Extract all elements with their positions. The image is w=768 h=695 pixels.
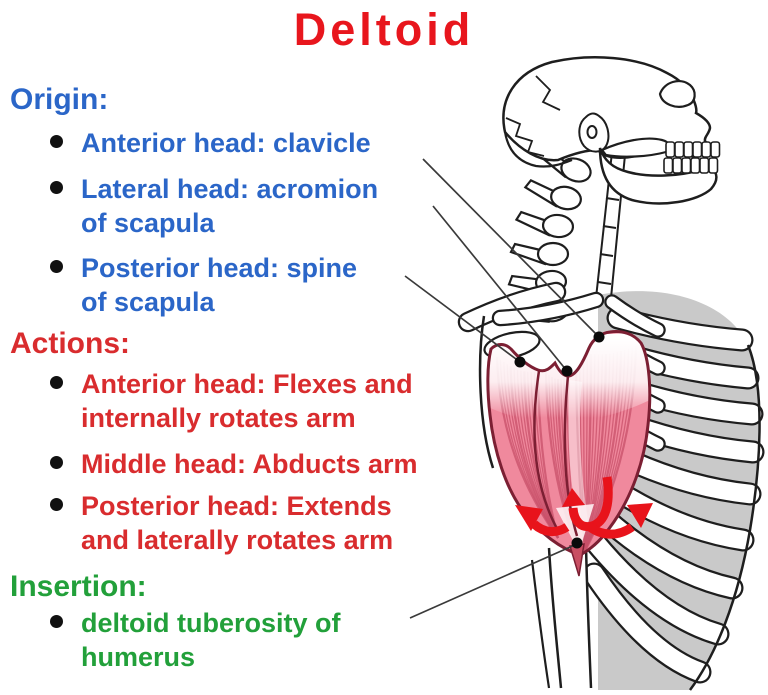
- origin-item-lateral: Lateral head: acromion: [81, 174, 379, 204]
- insertion-item-2: humerus: [81, 642, 196, 672]
- origin-item-posterior-2: of scapula: [81, 287, 215, 317]
- bullet-dot: [50, 615, 63, 628]
- abduction-arrowhead: [562, 488, 585, 507]
- eye-socket: [658, 80, 696, 108]
- leader-lines: [404, 158, 600, 619]
- insertion-item: deltoid tuberosity of: [81, 608, 341, 638]
- skull: [502, 56, 721, 205]
- leader-clavicle: [422, 158, 600, 338]
- list-item: Posterior head: spine of scapula: [50, 251, 357, 319]
- leader-deltoid-tuberosity: [409, 543, 578, 619]
- leader-spine-of-scapula: [404, 275, 521, 363]
- extension-arrowhead: [515, 505, 543, 531]
- leader-acromion: [432, 205, 568, 372]
- bullet-dot: [50, 376, 63, 389]
- bullet-dot: [50, 260, 63, 273]
- action-arrows: [515, 476, 653, 539]
- page-title: Deltoid: [293, 4, 475, 55]
- origin-item-anterior: Anterior head: clavicle: [81, 128, 371, 158]
- origin-item-lateral-2: of scapula: [81, 208, 215, 238]
- list-item: Posterior head: Extends and laterally ro…: [50, 489, 393, 557]
- origin-dot-spine-of-scapula: [514, 356, 526, 368]
- muscle-division-anterior: [533, 370, 562, 535]
- cervical-vertebrae: [507, 146, 592, 323]
- actions-item-posterior-2: and laterally rotates arm: [81, 525, 394, 555]
- list-item: Middle head: Abducts arm: [50, 447, 418, 481]
- list-item: Lateral head: acromion of scapula: [50, 172, 378, 240]
- extension-arrow-left: [530, 520, 570, 536]
- ribcage-right-edge: [688, 344, 761, 691]
- arm-outline: [478, 315, 495, 469]
- actions-item-anterior: Anterior head: Flexes and: [81, 369, 413, 399]
- origin-dot-clavicle: [593, 331, 605, 343]
- insertion-dot-deltoid-tuberosity: [571, 537, 583, 549]
- auditory-meatus: [586, 125, 598, 139]
- list-item: deltoid tuberosity of humerus: [50, 606, 341, 674]
- list-item: Anterior head: Flexes and internally rot…: [50, 367, 413, 435]
- bullet-dot: [50, 456, 63, 469]
- flexion-arrow-right: [587, 523, 635, 539]
- origin-heading: Origin:: [10, 83, 109, 116]
- shoulder-girdle: [457, 281, 605, 333]
- actions-heading: Actions:: [10, 327, 130, 360]
- suture-line: [505, 117, 545, 157]
- occipital-line: [503, 131, 573, 168]
- origin-dot-acromion: [561, 365, 573, 377]
- bullet-dot: [50, 498, 63, 511]
- humerus: [530, 544, 593, 689]
- bullet-dot: [50, 135, 63, 148]
- actions-item-posterior: Posterior head: Extends: [81, 491, 392, 521]
- insertion-heading: Insertion:: [10, 570, 147, 603]
- attachment-markers: [514, 331, 605, 549]
- mandible: [598, 147, 718, 205]
- suture-line-2: [535, 75, 561, 111]
- teeth: [663, 141, 721, 174]
- list-item: Anterior head: clavicle: [50, 126, 371, 160]
- actions-item-anterior-2: internally rotates arm: [81, 403, 356, 433]
- tendon-streak: [568, 380, 588, 525]
- origin-item-posterior: Posterior head: spine: [81, 253, 358, 283]
- actions-item-middle: Middle head: Abducts arm: [81, 449, 418, 479]
- bullet-dot: [50, 181, 63, 194]
- flexion-arrowhead: [627, 503, 653, 528]
